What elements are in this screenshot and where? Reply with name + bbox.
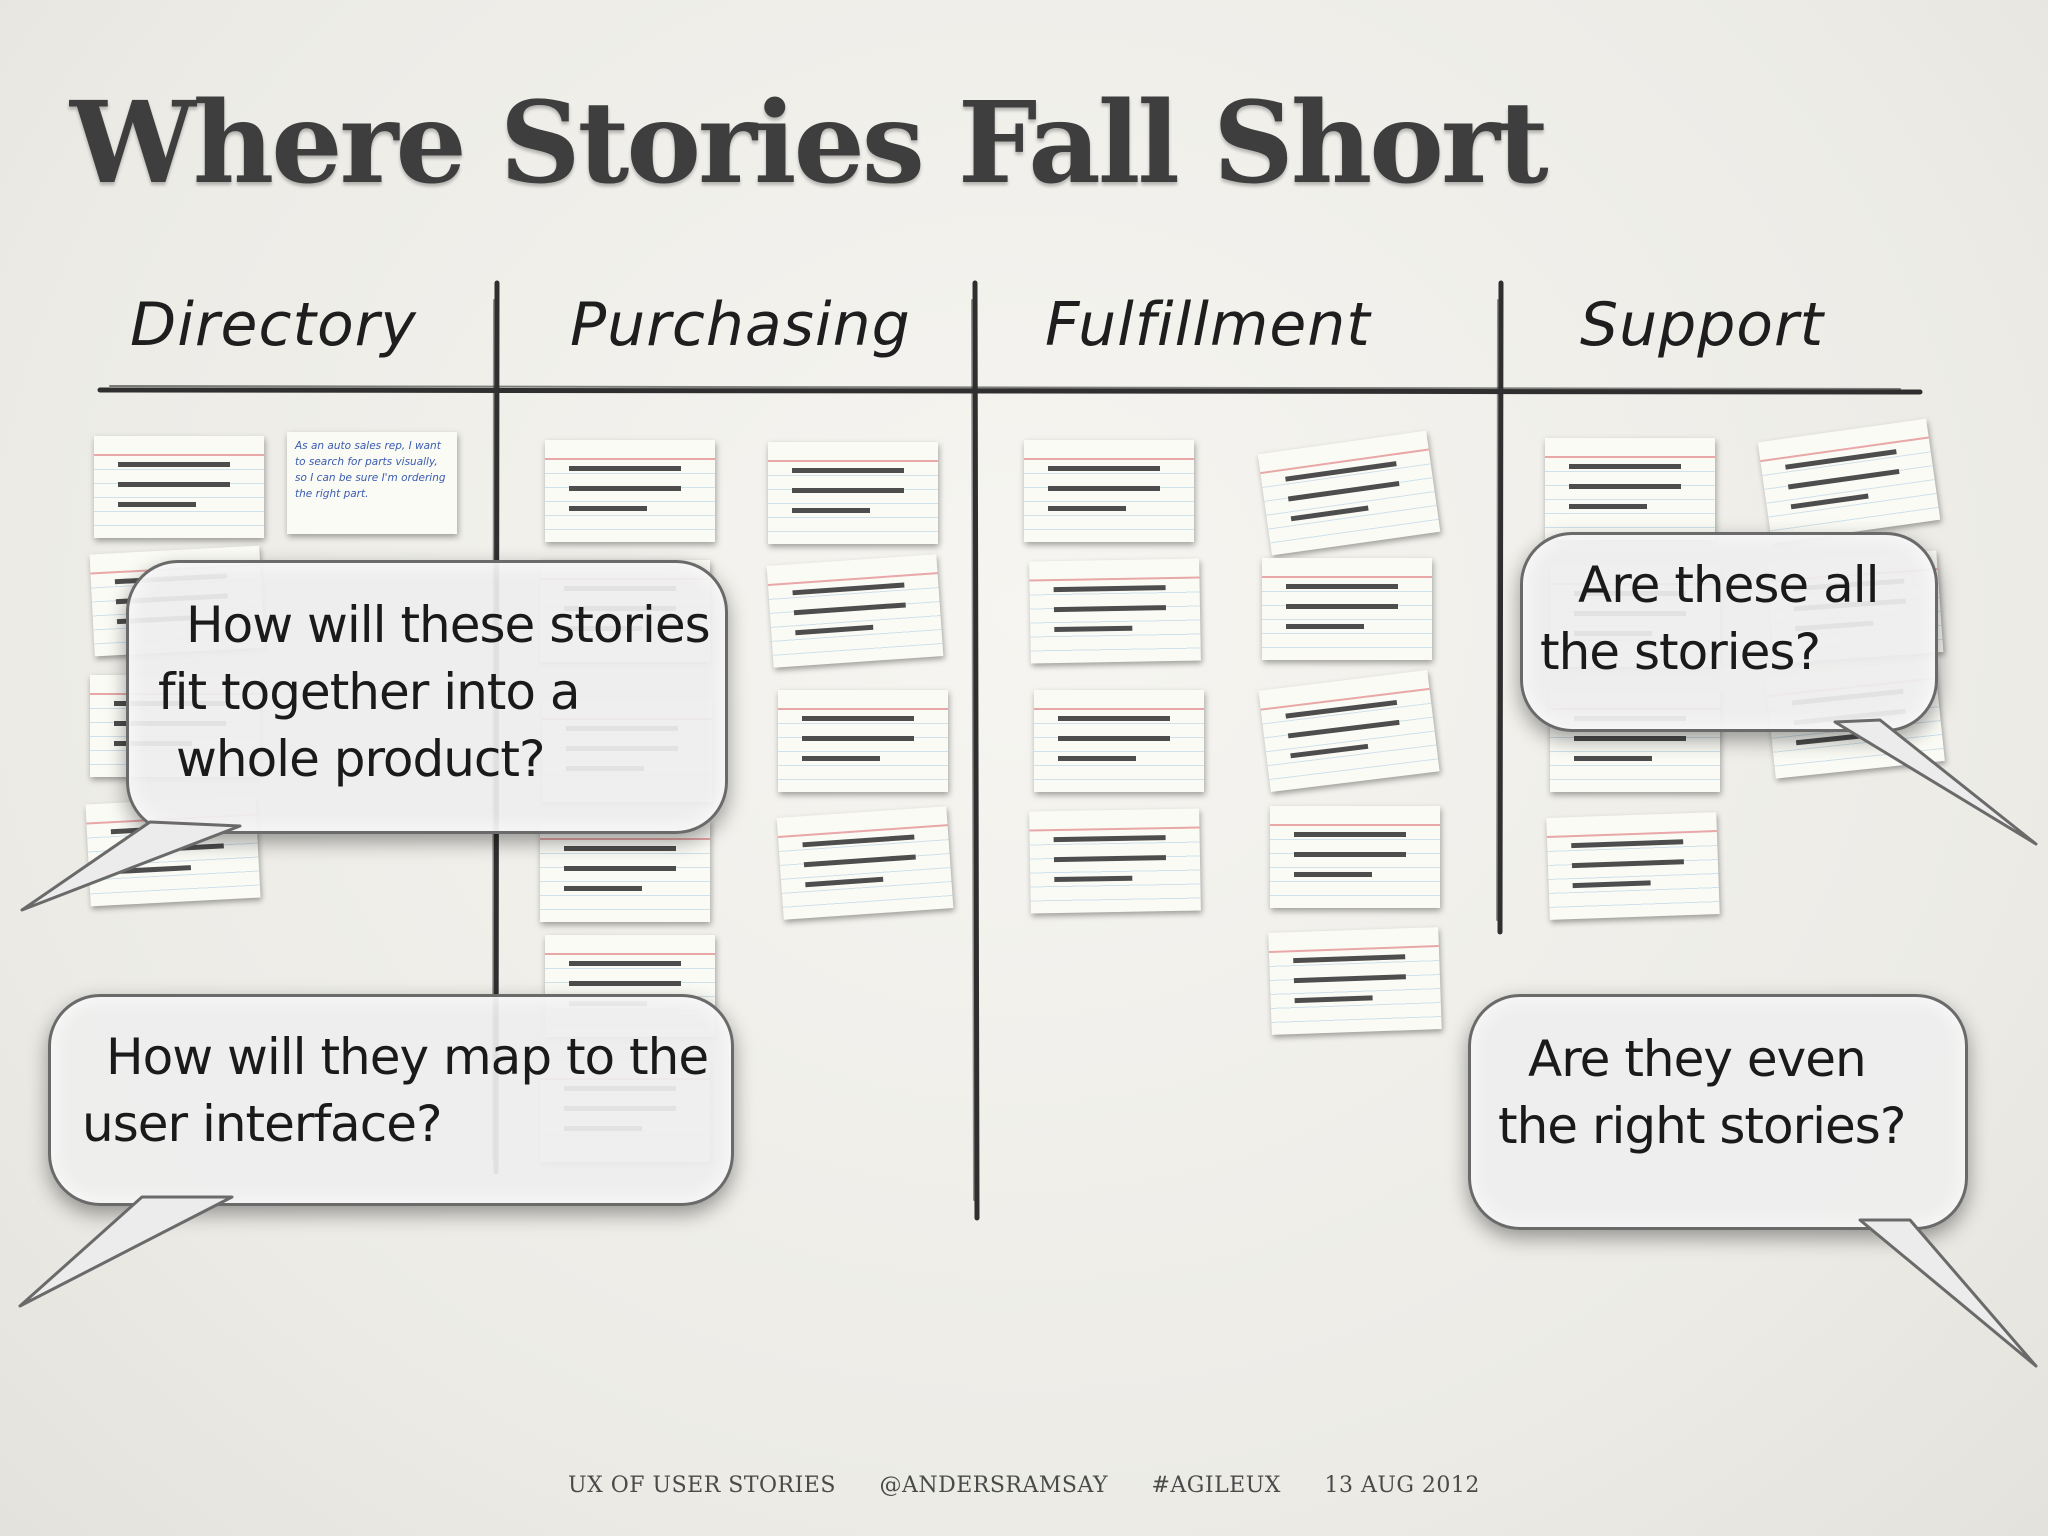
card-placeholder-line bbox=[564, 846, 676, 851]
bubble-tail bbox=[20, 820, 242, 912]
bubble-line: Are these all bbox=[1578, 556, 1880, 614]
card-placeholder-line bbox=[802, 716, 914, 721]
bubble-line: user interface? bbox=[82, 1095, 443, 1153]
footer-handle: @ANDERSRAMSAY bbox=[879, 1473, 1108, 1498]
card-placeholder-line bbox=[1058, 756, 1136, 761]
bubble-tail bbox=[18, 1195, 234, 1308]
index-card[interactable] bbox=[1262, 558, 1432, 660]
footer-hashtag: #AGILEUX bbox=[1151, 1473, 1281, 1498]
index-card[interactable] bbox=[778, 690, 948, 792]
bubble-line: the stories? bbox=[1540, 623, 1821, 681]
card-placeholder-line bbox=[792, 488, 904, 493]
index-card[interactable] bbox=[1270, 806, 1440, 908]
bubble-text-all-stories: Are these all the stories? bbox=[1540, 552, 1880, 686]
column-header-support: Support bbox=[1580, 290, 1825, 360]
card-placeholder-line bbox=[118, 462, 230, 467]
card-placeholder-line bbox=[118, 502, 196, 507]
index-card[interactable] bbox=[1545, 438, 1715, 540]
card-placeholder-line bbox=[1294, 852, 1406, 857]
index-card[interactable] bbox=[768, 442, 938, 544]
card-placeholder-line bbox=[1286, 584, 1398, 589]
index-card[interactable] bbox=[540, 820, 710, 922]
card-placeholder-line bbox=[569, 466, 681, 471]
bubble-line: the right stories? bbox=[1498, 1097, 1906, 1155]
index-card[interactable] bbox=[1034, 690, 1204, 792]
card-placeholder-line bbox=[802, 756, 880, 761]
bubble-line: How will these stories bbox=[186, 596, 711, 654]
story-card-text: As an auto sales rep, I want to search f… bbox=[295, 440, 446, 500]
card-placeholder-line bbox=[564, 886, 642, 891]
card-placeholder-line bbox=[792, 508, 870, 513]
card-placeholder-line bbox=[569, 961, 681, 966]
bubble-text-map-ui: How will they map to the user interface? bbox=[82, 1024, 709, 1158]
card-placeholder-line bbox=[1294, 832, 1406, 837]
card-placeholder-line bbox=[1048, 466, 1160, 471]
card-placeholder-line bbox=[1286, 604, 1398, 609]
card-placeholder-line bbox=[569, 506, 647, 511]
column-divider-line bbox=[972, 280, 980, 1221]
card-placeholder-line bbox=[564, 866, 676, 871]
bubble-text-right-stories: Are they even the right stories? bbox=[1498, 1026, 1906, 1160]
bubble-line: whole product? bbox=[176, 730, 546, 788]
speech-bubble-right-stories bbox=[1468, 994, 1968, 1230]
speech-bubble-map-ui bbox=[48, 994, 734, 1206]
card-placeholder-line bbox=[1294, 872, 1372, 877]
card-placeholder-line bbox=[1569, 504, 1647, 509]
index-card[interactable] bbox=[94, 436, 264, 538]
card-placeholder-line bbox=[1286, 624, 1364, 629]
speech-bubble-all-stories bbox=[1520, 532, 1938, 732]
bubble-tail bbox=[1833, 718, 2038, 846]
bubble-text-fit-together: How will these stories fit together into… bbox=[158, 592, 711, 793]
card-placeholder-line bbox=[802, 736, 914, 741]
bubble-line: How will they map to the bbox=[106, 1028, 709, 1086]
column-header-fulfillment: Fulfillment bbox=[1045, 290, 1371, 360]
slide-title: Where Stories Fall Short bbox=[70, 78, 1549, 209]
card-placeholder-line bbox=[1574, 756, 1652, 761]
footer-date: 13 AUG 2012 bbox=[1324, 1473, 1480, 1498]
card-placeholder-line bbox=[1058, 736, 1170, 741]
column-divider-line bbox=[1497, 280, 1504, 935]
card-placeholder-line bbox=[1569, 484, 1681, 489]
bubble-tail bbox=[1858, 1218, 2038, 1368]
bubble-line: Are they even bbox=[1528, 1030, 1867, 1088]
card-placeholder-line bbox=[569, 486, 681, 491]
footer-topic: UX OF USER STORIES bbox=[568, 1473, 836, 1498]
card-placeholder-line bbox=[792, 468, 904, 473]
column-header-directory: Directory bbox=[130, 290, 417, 360]
bubble-line: fit together into a bbox=[158, 663, 581, 721]
speech-bubble-fit-together bbox=[126, 560, 728, 834]
index-card[interactable] bbox=[545, 440, 715, 542]
card-placeholder-line bbox=[1058, 716, 1170, 721]
column-header-purchasing: Purchasing bbox=[570, 290, 911, 360]
index-card[interactable] bbox=[1024, 440, 1194, 542]
header-divider-line bbox=[97, 387, 1923, 395]
card-placeholder-line bbox=[1569, 464, 1681, 469]
card-placeholder-line bbox=[1048, 506, 1126, 511]
story-card[interactable]: As an auto sales rep, I want to search f… bbox=[287, 432, 457, 534]
card-placeholder-line bbox=[1574, 736, 1686, 741]
card-placeholder-line bbox=[569, 981, 681, 986]
card-placeholder-line bbox=[118, 482, 230, 487]
card-placeholder-line bbox=[1048, 486, 1160, 491]
slide-footer: UX OF USER STORIES @ANDERSRAMSAY #AGILEU… bbox=[0, 1473, 2048, 1498]
